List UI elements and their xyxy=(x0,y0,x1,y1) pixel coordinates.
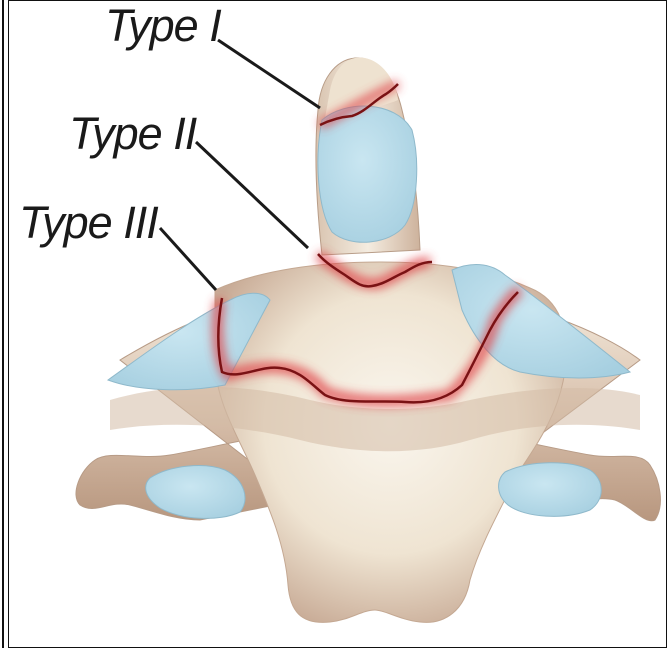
type-ii-label: Type II xyxy=(69,111,196,156)
type-i-leader-line xyxy=(218,40,320,108)
dens-facet xyxy=(318,106,417,242)
axis-vertebra-diagram: Type I Type II Type III xyxy=(9,1,666,647)
type-i-label: Type I xyxy=(105,3,221,48)
vertebra-illustration xyxy=(9,1,666,647)
frame-border-left-outer xyxy=(2,0,4,648)
right-inferior-facet xyxy=(499,463,602,517)
type-iii-label: Type III xyxy=(19,200,158,245)
type-ii-leader-line xyxy=(196,142,308,248)
type-iii-leader-line xyxy=(160,228,216,290)
